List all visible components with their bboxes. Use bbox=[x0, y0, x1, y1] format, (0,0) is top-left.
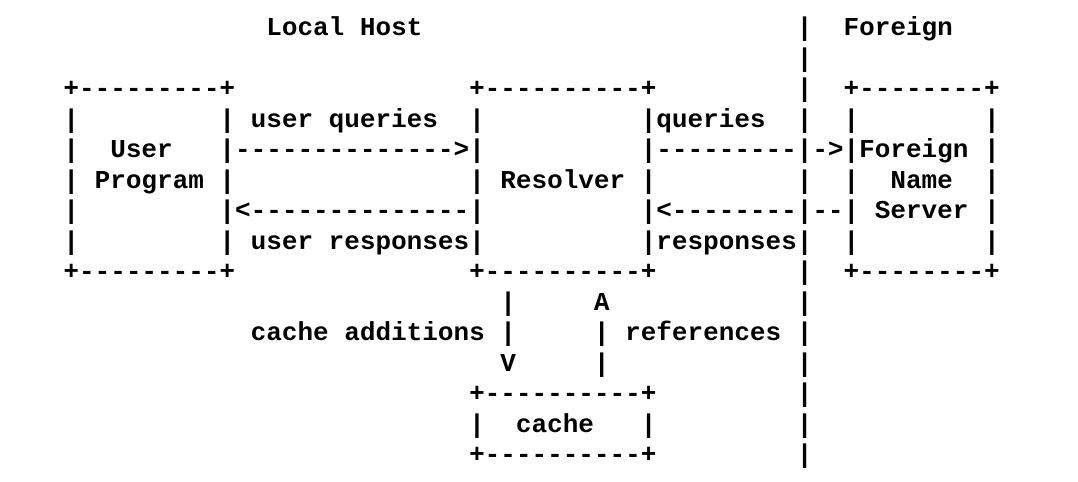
diagram-line-cache-box-bottom: +----------+ | bbox=[1, 440, 813, 470]
ascii-art-diagram: Local Host | Foreign | +---------+ +----… bbox=[1, 13, 1000, 470]
diagram-line-responses-arrow: | |<--------------| |<--------|--| Serve… bbox=[1, 196, 1000, 226]
diagram-line-user-responses-label: | | user responses| |responses| | | bbox=[1, 226, 1000, 257]
diagram-line-header: Local Host | Foreign bbox=[1, 13, 953, 43]
diagram-line-user-queries-label: | | user queries | |queries | | | bbox=[1, 104, 1000, 135]
diagram-line-vertical-arrows-bottom: V | | bbox=[1, 348, 813, 379]
diagram-line-box-names: | Program | | Resolver | | | Name | bbox=[1, 165, 1000, 196]
diagram-line-separator: | bbox=[1, 43, 813, 74]
diagram-line-box-tops: +---------+ +----------+ | +--------+ bbox=[1, 74, 1000, 104]
diagram-line-cache-box-label: | cache | | bbox=[1, 409, 813, 440]
diagram-line-vertical-arrows-top: | A | bbox=[1, 287, 813, 318]
diagram-line-cache-additions-references: cache additions | | references | bbox=[1, 318, 813, 348]
diagram-line-box-bottoms: +---------+ +----------+ | +--------+ bbox=[1, 257, 1000, 287]
diagram-line-queries-arrow: | User |-------------->| |---------|->|F… bbox=[1, 135, 1000, 165]
diagram-line-cache-box-top: +----------+ | bbox=[1, 379, 813, 409]
